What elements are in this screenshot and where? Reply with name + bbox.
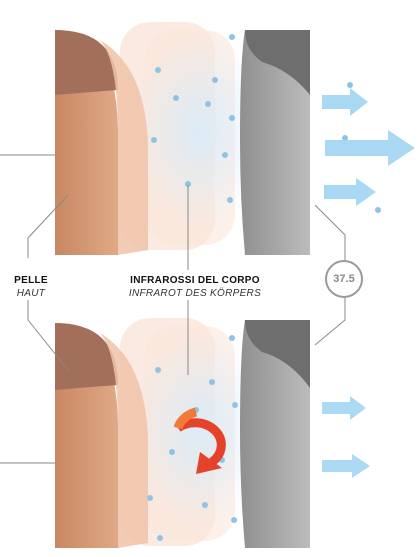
infrared-label-sub: INFRAROT DES KÖRPERS xyxy=(128,287,262,299)
skin-label: PELLE HAUT xyxy=(6,275,56,300)
infrared-label: INFRAROSSI DEL CORPO INFRAROT DES KÖRPER… xyxy=(100,275,290,300)
skin-layer xyxy=(55,323,149,548)
leader-lines xyxy=(0,298,346,464)
circular-arrow-icon xyxy=(173,407,226,474)
infrared-label-main: INFRAROSSI DEL CORPO xyxy=(130,275,260,286)
temperature-badge-icon: 37.5 xyxy=(325,260,363,298)
airflow-arrow-icon xyxy=(322,88,415,206)
infrared-glow xyxy=(130,330,270,530)
skin-layer xyxy=(55,30,149,255)
bottom-panel xyxy=(0,298,370,548)
skin-label-main: PELLE xyxy=(14,275,48,286)
infrared-particles xyxy=(147,335,238,541)
skin-label-sub: HAUT xyxy=(16,287,46,299)
top-panel xyxy=(0,22,415,270)
airflow-arrow-icon xyxy=(322,396,370,478)
grey-layer xyxy=(240,320,310,548)
leader-lines xyxy=(0,154,346,270)
infrared-glow xyxy=(130,30,270,230)
grey-layer xyxy=(240,30,310,255)
infrared-particles xyxy=(151,34,381,213)
